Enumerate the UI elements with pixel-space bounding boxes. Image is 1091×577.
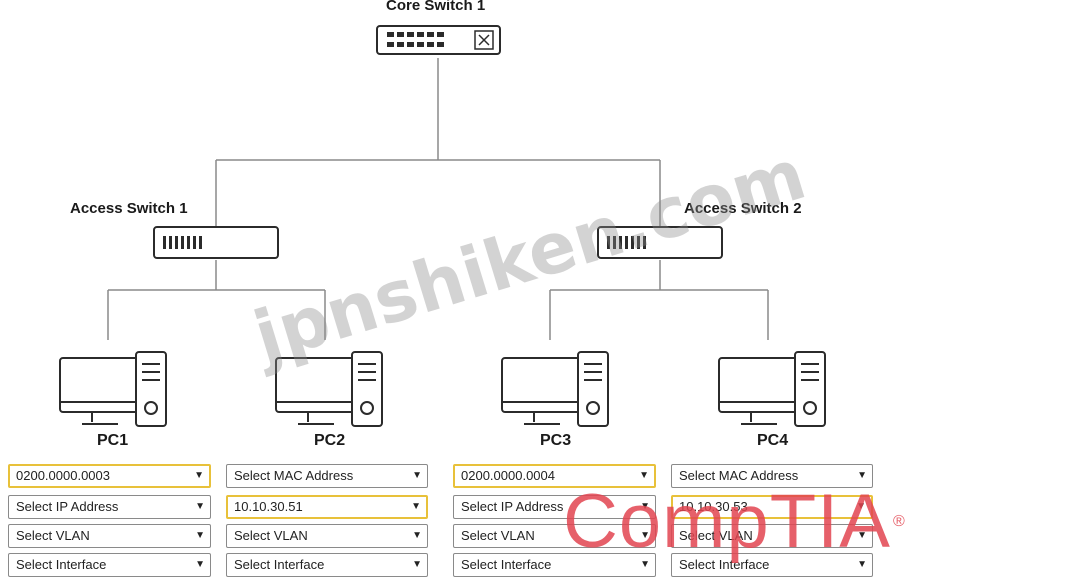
pc2-vlan-select[interactable]: Select VLAN ▼ bbox=[226, 524, 428, 548]
pc4-icon bbox=[718, 351, 826, 427]
pc2-interface-select[interactable]: Select Interface ▼ bbox=[226, 553, 428, 577]
chevron-down-icon: ▼ bbox=[640, 559, 650, 570]
access2-to-pc-links bbox=[549, 260, 769, 340]
chevron-down-icon: ▼ bbox=[856, 501, 866, 512]
pc1-icon bbox=[59, 351, 167, 427]
connection-lines bbox=[107, 58, 769, 340]
pc2-mac-select[interactable]: Select MAC Address ▼ bbox=[226, 464, 428, 488]
pc1-mac-value: 0200.0000.0003 bbox=[16, 468, 110, 483]
chevron-down-icon: ▼ bbox=[195, 559, 205, 570]
pc4-mac-value: Select MAC Address bbox=[679, 468, 799, 483]
pc3-vlan-select[interactable]: Select VLAN ▼ bbox=[453, 524, 656, 548]
chevron-down-icon: ▼ bbox=[412, 559, 422, 570]
pc4-mac-select[interactable]: Select MAC Address ▼ bbox=[671, 464, 873, 488]
chevron-down-icon: ▼ bbox=[412, 530, 422, 541]
access-switch-2-icon bbox=[597, 226, 723, 259]
pc2-vlan-value: Select VLAN bbox=[234, 528, 308, 543]
pc3-label: PC3 bbox=[540, 432, 572, 449]
chevron-down-icon: ▼ bbox=[639, 470, 649, 481]
access-switch-1-label: Access Switch 1 bbox=[70, 200, 188, 217]
pc1-vlan-select[interactable]: Select VLAN ▼ bbox=[8, 524, 211, 548]
pc3-mac-value: 0200.0000.0004 bbox=[461, 468, 555, 483]
pc3-ip-select[interactable]: Select IP Address ▼ bbox=[453, 495, 656, 519]
pc4-vlan-select[interactable]: Select VLAN ▼ bbox=[671, 524, 873, 548]
pc1-interface-select[interactable]: Select Interface ▼ bbox=[8, 553, 211, 577]
access-switch-1-icon bbox=[153, 226, 279, 259]
chevron-down-icon: ▼ bbox=[640, 530, 650, 541]
pc1-label: PC1 bbox=[97, 432, 129, 449]
chevron-down-icon: ▼ bbox=[411, 501, 421, 512]
chevron-down-icon: ▼ bbox=[194, 470, 204, 481]
pc2-icon bbox=[275, 351, 383, 427]
pc4-ip-value: 10.10.30.53 bbox=[679, 499, 748, 514]
access1-to-pc-links bbox=[107, 260, 326, 340]
chevron-down-icon: ▼ bbox=[857, 559, 867, 570]
core-to-access-links bbox=[215, 58, 661, 226]
pc4-ip-select[interactable]: 10.10.30.53 ▼ bbox=[671, 495, 873, 519]
chevron-down-icon: ▼ bbox=[857, 530, 867, 541]
chevron-down-icon: ▼ bbox=[640, 501, 650, 512]
pc2-ip-select[interactable]: 10.10.30.51 ▼ bbox=[226, 495, 428, 519]
pc2-label: PC2 bbox=[314, 432, 346, 449]
pc3-interface-select[interactable]: Select Interface ▼ bbox=[453, 553, 656, 577]
pc2-ip-value: 10.10.30.51 bbox=[234, 499, 303, 514]
pc4-label: PC4 bbox=[757, 432, 789, 449]
chevron-down-icon: ▼ bbox=[857, 470, 867, 481]
pc1-interface-value: Select Interface bbox=[16, 557, 107, 572]
chevron-down-icon: ▼ bbox=[195, 501, 205, 512]
pc1-mac-select[interactable]: 0200.0000.0003 ▼ bbox=[8, 464, 211, 488]
access-switch-2-label: Access Switch 2 bbox=[684, 200, 802, 217]
pc1-vlan-value: Select VLAN bbox=[16, 528, 90, 543]
chevron-down-icon: ▼ bbox=[412, 470, 422, 481]
core-switch-label: Core Switch 1 bbox=[386, 0, 486, 14]
pc1-ip-select[interactable]: Select IP Address ▼ bbox=[8, 495, 211, 519]
core-switch-icon bbox=[376, 25, 501, 55]
pc3-interface-value: Select Interface bbox=[461, 557, 552, 572]
pc4-vlan-value: Select VLAN bbox=[679, 528, 753, 543]
pc2-interface-value: Select Interface bbox=[234, 557, 325, 572]
pc3-mac-select[interactable]: 0200.0000.0004 ▼ bbox=[453, 464, 656, 488]
pc1-ip-value: Select IP Address bbox=[16, 499, 119, 514]
pc3-icon bbox=[501, 351, 609, 427]
pc3-ip-value: Select IP Address bbox=[461, 499, 564, 514]
pc3-vlan-value: Select VLAN bbox=[461, 528, 535, 543]
pc2-mac-value: Select MAC Address bbox=[234, 468, 354, 483]
pc4-interface-select[interactable]: Select Interface ▼ bbox=[671, 553, 873, 577]
chevron-down-icon: ▼ bbox=[195, 530, 205, 541]
pc4-interface-value: Select Interface bbox=[679, 557, 770, 572]
